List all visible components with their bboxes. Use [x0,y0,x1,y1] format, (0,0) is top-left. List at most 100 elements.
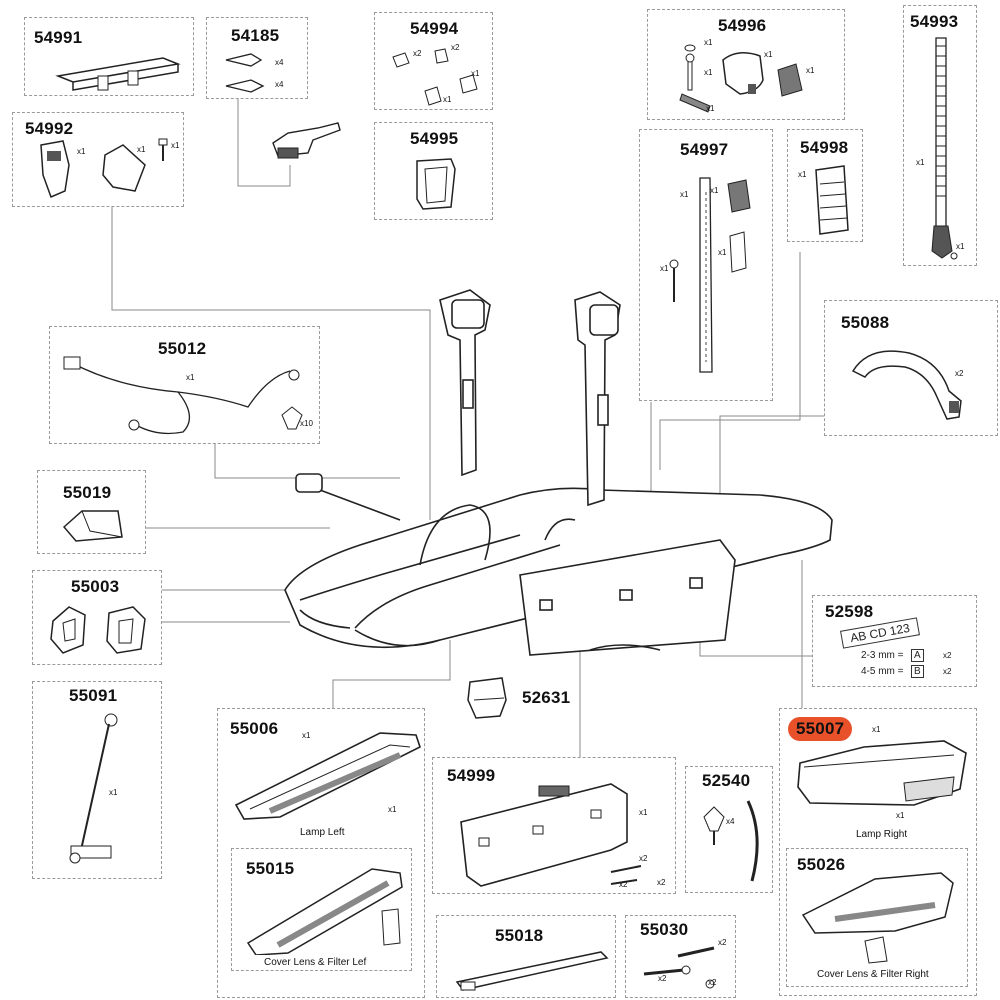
part-box-54185[interactable]: 54185 x4 x4 [206,17,308,99]
part-number: 54993 [910,12,959,31]
qty-label: x1 [137,145,146,154]
plate-sample: AB CD 123 [840,617,921,649]
part-number: 55003 [71,577,120,596]
part-number-highlighted: 55007 [788,717,853,741]
part-box-55015[interactable]: 55015 Cover Lens & Filter Lef [231,848,412,971]
qty-label: x1 [639,808,648,817]
part-box-52598[interactable]: 52598 AB CD 123 2-3 mm = A x2 4-5 mm = B… [812,595,977,687]
part-caption: Lamp Left [300,827,345,838]
rail-bracket-drawing [55,57,181,91]
qty-label: x1 [916,158,925,167]
qty-label: x1 [806,66,815,75]
qty-label: x2 [639,854,648,863]
clip-set-drawing [392,48,478,106]
part-number: 55088 [841,313,890,332]
qty-label: x1 [872,725,881,734]
lock-set-drawing [679,44,803,113]
part-number: 55015 [246,859,295,878]
cover-lens-left-drawing [246,868,403,955]
part-box-55018[interactable]: 55018 [436,915,616,998]
part-box-54999[interactable]: 54999 x1 x2 x2 x2 [432,757,676,894]
qty-label: x1 [171,141,180,150]
part-caption: Cover Lens & Filter Right [817,969,929,980]
part-number-52631: 52631 [522,688,571,707]
part-number: 54998 [800,138,849,157]
qty-label: x4 [275,80,284,89]
qty-label: x2 [708,978,717,987]
basket-drawing [467,677,507,719]
part-number: 54991 [34,28,83,47]
qty-label: x1 [706,104,715,113]
part-box-55012[interactable]: 55012 x1 x10 [49,326,320,444]
qty-label: x1 [302,731,311,740]
qty-label: x1 [471,69,480,78]
clamp-lever-drawing [272,122,341,159]
part-box-54998[interactable]: 54998 x1 [787,129,863,242]
part-number: 54996 [718,16,767,35]
part-caption: Lamp Right [856,829,908,840]
qty-label: x1 [710,186,719,195]
qty-label: x2 [943,651,952,660]
part-box-54992[interactable]: 54992 x1 x1 x1 [12,112,184,207]
arm-set-drawing [669,177,751,373]
qty-label: x2 [413,49,422,58]
part-box-54991[interactable]: 54991 [24,17,194,96]
qty-label: x2 [955,369,964,378]
part-box-52540[interactable]: 52540 x4 [685,766,773,893]
bolt-set-drawing [643,946,715,989]
part-caption: Cover Lens & Filter Lef [264,957,367,968]
part-box-55030[interactable]: 55030 x2 x2 x2 [625,915,736,998]
qty-label: x2 [619,880,628,889]
part-box-54995[interactable]: 54995 [374,122,493,220]
cover-lens-right-drawing [801,872,954,964]
qty-label: x1 [660,264,669,273]
part-number: 55091 [69,686,118,705]
part-number: 55006 [230,719,279,738]
part-box-54993[interactable]: 54993 x1 x1 [903,5,977,266]
qty-label: x1 [704,38,713,47]
qty-label: x2 [943,667,952,676]
part-box-55088[interactable]: 55088 x2 [824,300,998,436]
pad-drawing [815,165,849,235]
part-box-54996[interactable]: 54996 x1 x1 x1 x1 x1 [647,9,845,120]
qty-label: x10 [300,419,313,428]
part-number: 52540 [702,771,751,790]
qty-label: x1 [443,95,452,104]
part-number: 54995 [410,129,459,148]
carrier-assembly [284,289,833,656]
qty-label: x4 [275,58,284,67]
part-number: 52598 [825,602,874,621]
qty-label: x4 [726,817,735,826]
part-box-55019[interactable]: 55019 [37,470,146,554]
qty-label: x2 [451,43,460,52]
lock-housing-drawing [40,138,168,199]
part-box-54997[interactable]: 54997 x1 x1 x1 x1 [639,129,773,401]
part-box-55091[interactable]: 55091 x1 [32,681,162,879]
leader-lines [111,97,824,757]
arch-drawing [851,350,962,420]
qty-label: x2 [718,938,727,947]
part-box-55003[interactable]: 55003 [32,570,162,665]
plate-holder-drawing [460,783,642,887]
letter-b: B [911,665,924,678]
part-number: 54994 [410,19,459,38]
qty-label: x1 [77,147,86,156]
rail-drawing [455,951,609,991]
rod-drawing [69,713,118,864]
qty-label: x2 [657,878,666,887]
qty-label: x1 [109,788,118,797]
qty-label: x1 [704,68,713,77]
lamp-right-drawing [797,740,967,806]
part-box-54994[interactable]: 54994 x2 x2 x1 x1 [374,12,493,110]
qty-label: x1 [956,242,965,251]
part-number: 54997 [680,140,729,159]
part-number: 55030 [640,920,689,939]
qty-label: x2 [658,974,667,983]
qty-label: x1 [680,190,689,199]
part-number: 54185 [231,26,280,45]
letter-a: A [911,649,924,662]
strap-drawing [931,37,958,260]
spacer-line-a: 2-3 mm = [861,650,904,661]
part-box-55026[interactable]: 55026 Cover Lens & Filter Right [786,848,968,987]
